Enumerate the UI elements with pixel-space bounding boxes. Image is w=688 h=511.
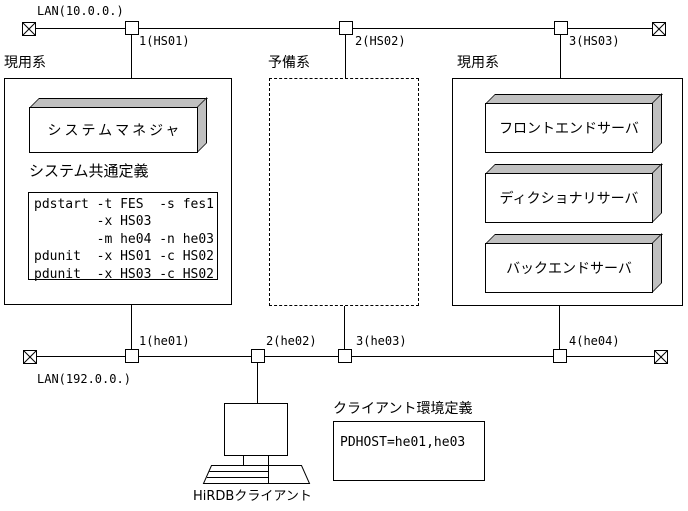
connector-hs03-rightbox	[560, 34, 561, 78]
client-definition-box: PDHOST=he01,he03	[333, 421, 485, 481]
connector-rightbox-he04	[559, 306, 560, 350]
node-he02	[251, 349, 265, 363]
bottom-lan-label: LAN(192.0.0.)	[37, 372, 131, 386]
node-he03-label: 3(he03)	[356, 334, 407, 348]
client-label: HiRDBクライアント	[193, 489, 312, 504]
system-common-definition-code: pdstart -t FES -s fes1 -x HS03 -m he04 -…	[34, 197, 215, 282]
connector-leftbox-he01	[131, 305, 132, 350]
system-common-definition-title: システム共通定義	[29, 162, 149, 180]
node-he04	[553, 349, 567, 363]
lan-terminator-icon	[23, 350, 37, 364]
client-definition-title: クライアント環境定義	[333, 401, 473, 417]
node-hs02-label: 2(HS02)	[355, 34, 406, 48]
node-he01	[125, 349, 139, 363]
standby-system-box	[269, 78, 419, 306]
dictionary-server-label: ディクショナリサーバ	[485, 173, 653, 223]
box3d-side-face	[652, 233, 662, 293]
node-he03	[338, 349, 352, 363]
system-manager-label: システムマネジャ	[29, 107, 198, 153]
lan-terminator-icon	[652, 22, 666, 36]
node-hs01	[125, 21, 139, 35]
back-end-server-label: バックエンドサーバ	[485, 243, 653, 293]
box3d-side-face	[652, 93, 662, 153]
node-hs03	[554, 21, 568, 35]
connector-hs01-leftbox	[131, 34, 132, 78]
back-end-server-box: バックエンドサーバ	[485, 233, 663, 293]
node-he01-label: 1(he01)	[139, 334, 190, 348]
node-hs01-label: 1(HS01)	[139, 34, 190, 48]
connector-standby-he03	[344, 306, 345, 350]
front-end-server-box: フロントエンドサーバ	[485, 93, 663, 153]
node-he02-label: 2(he02)	[266, 334, 317, 348]
dictionary-server-box: ディクショナリサーバ	[485, 163, 663, 223]
box3d-side-face	[652, 163, 662, 223]
connector-hs02-standby	[345, 34, 346, 78]
top-lan-label: LAN(10.0.0.)	[37, 4, 124, 18]
lan-terminator-icon	[654, 350, 668, 364]
client-computer-icon	[202, 403, 311, 484]
connector-he02-client	[257, 363, 258, 403]
left-system-title: 現用系	[4, 55, 46, 71]
right-system-title: 現用系	[457, 55, 499, 71]
standby-system-title: 予備系	[268, 55, 310, 71]
node-hs03-label: 3(HS03)	[569, 34, 620, 48]
front-end-server-label: フロントエンドサーバ	[485, 103, 653, 153]
node-he04-label: 4(he04)	[569, 334, 620, 348]
client-definition-code: PDHOST=he01,he03	[340, 435, 466, 450]
node-hs02	[339, 21, 353, 35]
system-manager-box: システムマネジャ	[29, 97, 208, 153]
lan-terminator-icon	[22, 22, 36, 36]
system-common-definition-box: pdstart -t FES -s fes1 -x HS03 -m he04 -…	[28, 192, 218, 282]
